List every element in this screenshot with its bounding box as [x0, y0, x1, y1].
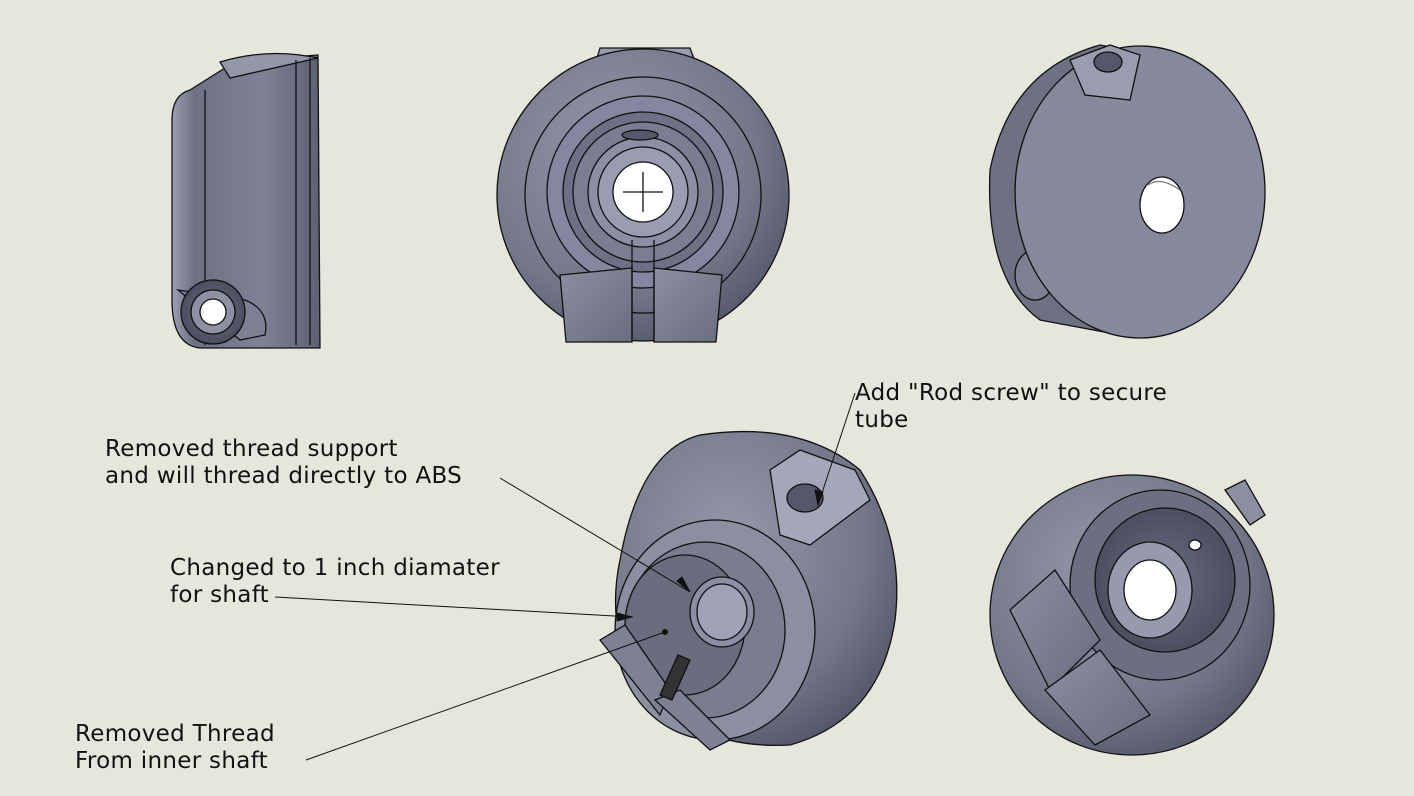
- annotation-line: Changed to 1 inch diamater: [170, 555, 500, 581]
- leader-dot: [662, 629, 668, 635]
- annotation-rod-screw: Add "Rod screw" to secure tube: [855, 380, 1167, 434]
- leader-diameter: [274, 596, 633, 618]
- front-view: [496, 47, 790, 343]
- annotation-inner-thread: Removed Thread From inner shaft: [75, 721, 275, 775]
- leader-rod-screw: [817, 392, 856, 506]
- arrowhead: [616, 612, 634, 622]
- annotation-diameter: Changed to 1 inch diamater for shaft: [170, 555, 500, 609]
- annotation-line: Removed Thread: [75, 721, 275, 747]
- leader-inner-thread: [305, 631, 666, 761]
- isometric-bottom-view: [989, 474, 1275, 756]
- isometric-back-view: [988, 44, 1266, 339]
- annotation-line: From inner shaft: [75, 748, 268, 774]
- arrowhead: [814, 489, 824, 507]
- isometric-front-annotated-view: [599, 430, 898, 751]
- annotation-line: tube: [855, 407, 909, 433]
- annotation-line: Removed thread support: [105, 436, 398, 462]
- annotation-thread-support: Removed thread support and will thread d…: [105, 436, 462, 490]
- leader-lines: [274, 392, 856, 761]
- side-view: [171, 52, 321, 349]
- annotation-line: Add "Rod screw" to secure: [855, 380, 1168, 406]
- arrowhead: [676, 576, 691, 593]
- annotation-line: and will thread directly to ABS: [105, 463, 463, 489]
- annotation-line: for shaft: [170, 582, 270, 608]
- leader-thread-support: [499, 477, 691, 593]
